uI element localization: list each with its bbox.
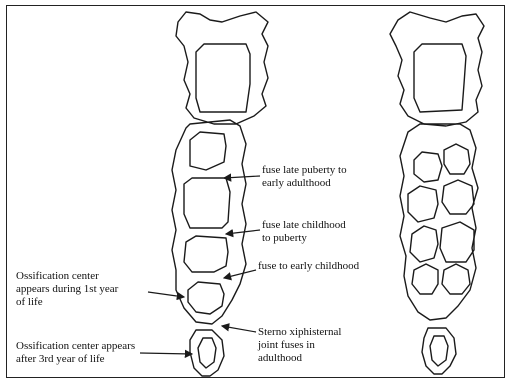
left-sternebra-2 [184,178,230,228]
arrow-xiphisternal [222,326,256,332]
left-xiphoid [190,330,224,376]
right-manubrium [390,12,484,126]
arrow-fuse-puberty [224,176,260,178]
left-sternebra-4 [188,282,224,314]
right-ossicle-2a [408,186,438,222]
label-xiphisternal: Sterno xiphisternal joint fuses in adult… [258,326,341,365]
arrow-ossification-third [140,353,192,354]
right-ossicle-1a [414,152,442,182]
left-manubrium-inner [196,44,250,112]
left-xiphoid-inner [198,338,216,368]
right-ossicle-3a [410,226,438,262]
label-ossification-third-year: Ossification center appears after 3rd ye… [16,340,135,366]
left-sternebra-1 [190,132,226,170]
arrow-fuse-childhood [226,230,260,234]
left-body [172,120,246,324]
arrow-fuse-early [224,270,256,278]
right-ossicle-4b [442,264,470,294]
right-ossicle-4a [412,264,438,294]
right-manubrium-inner [414,44,466,112]
label-ossification-first-year: Ossification center appears during 1st y… [16,270,118,309]
label-fuse-puberty: fuse late puberty to early adulthood [262,164,347,190]
left-manubrium [176,12,268,124]
left-sternebra-3 [184,236,228,272]
right-ossicle-1b [444,144,470,174]
label-fuse-early: fuse to early childhood [258,260,359,273]
right-ossicle-3b [440,222,474,262]
right-xiphoid-inner [430,336,448,366]
right-xiphoid [422,328,456,374]
label-fuse-childhood: fuse late childhood to puberty [262,219,346,245]
right-body [400,124,478,320]
right-ossicle-2b [442,180,474,214]
